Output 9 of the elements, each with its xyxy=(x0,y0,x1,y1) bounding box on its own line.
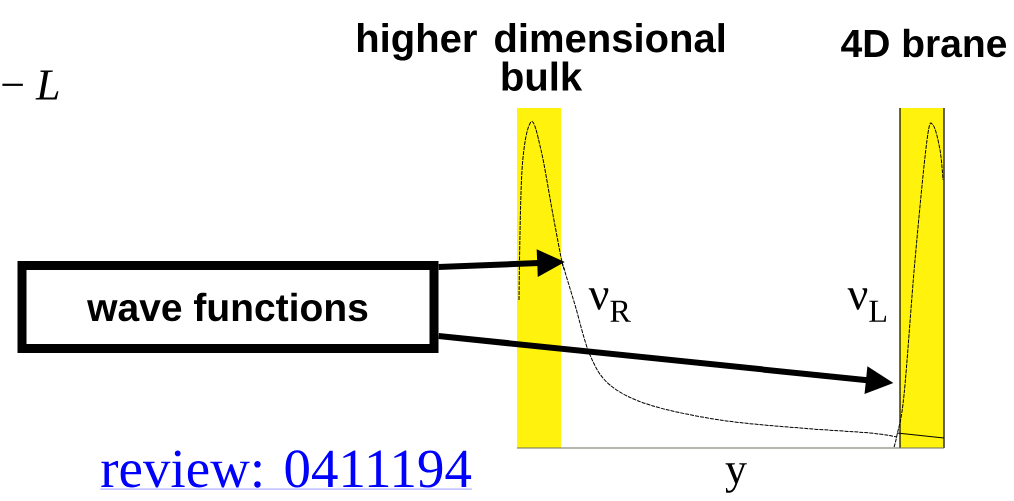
label-box: wave functions xyxy=(17,261,439,353)
heading: higher dimensional bulk xyxy=(358,23,724,91)
symbol-label: ν$_{R}$ xyxy=(588,288,631,322)
heading: 4D brane xyxy=(841,28,1007,58)
formula-label: − L xyxy=(2,70,59,100)
axis-label: y xyxy=(725,463,747,493)
wave-curve xyxy=(893,122,944,448)
wave-curve xyxy=(518,121,566,301)
link: review: 0411194 xyxy=(100,450,473,490)
